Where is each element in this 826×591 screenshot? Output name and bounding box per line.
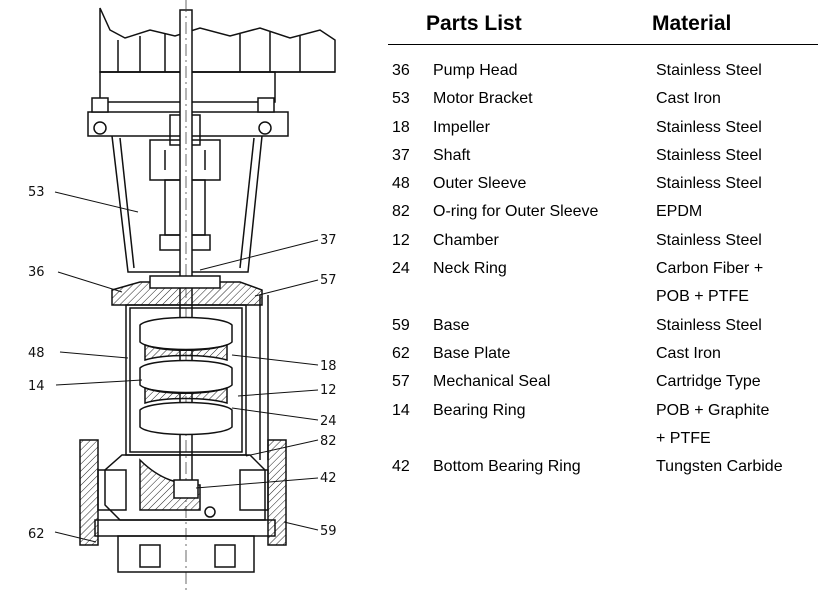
part-number: 36 <box>392 62 410 79</box>
part-number: 57 <box>392 373 410 391</box>
part-number: 48 <box>392 175 410 193</box>
part-name: Pump Head <box>433 62 518 79</box>
motor-top <box>99 7 336 103</box>
impeller-stack <box>139 316 233 436</box>
base <box>79 439 287 546</box>
part-material-continued: + PTFE <box>656 429 711 447</box>
part-name: Base Plate <box>433 344 511 362</box>
callout-18: 18 <box>320 359 337 374</box>
part-material: Stainless Steel <box>656 62 762 79</box>
part-name: Shaft <box>433 146 471 164</box>
part-name: Bottom Bearing Ring <box>433 458 581 476</box>
table-row: 12 Chamber Stainless Steel <box>388 227 818 255</box>
part-name: Chamber <box>433 231 499 249</box>
part-number: 18 <box>392 118 410 136</box>
part-number: 42 <box>392 458 410 476</box>
part-material: Stainless Steel <box>656 231 762 249</box>
part-name: Outer Sleeve <box>433 175 527 193</box>
table-row: 82 O-ring for Outer Sleeve EPDM <box>388 198 818 226</box>
parts-table-header: Parts List Material <box>388 8 818 45</box>
part-number: 12 <box>392 231 410 249</box>
callout-53: 53 <box>28 185 45 200</box>
part-material: POB + Graphite <box>656 401 770 419</box>
leader-lines <box>54 191 319 543</box>
callout-59: 59 <box>320 524 337 539</box>
callout-36: 36 <box>28 265 45 280</box>
callout-37: 37 <box>320 233 337 248</box>
table-row: 24 Neck Ring Carbon Fiber + POB + PTFE <box>388 255 818 312</box>
table-row: 36 Pump Head Stainless Steel <box>388 57 818 85</box>
base-plate <box>94 519 276 573</box>
parts-list-heading: Parts List <box>426 12 522 35</box>
part-number: 24 <box>392 260 410 278</box>
table-row: 37 Shaft Stainless Steel <box>388 142 818 170</box>
part-number: 37 <box>392 146 410 164</box>
part-name: Motor Bracket <box>433 90 533 108</box>
part-name: Impeller <box>433 118 490 136</box>
part-name: Mechanical Seal <box>433 373 551 391</box>
motor-flange <box>87 97 289 137</box>
part-material: Cast Iron <box>656 90 721 108</box>
pump-cross-section-diagram: 53 36 48 14 62 37 57 18 12 24 82 42 59 <box>28 0 337 591</box>
callout-82: 82 <box>320 434 337 449</box>
callout-57: 57 <box>320 273 337 288</box>
part-name: Bearing Ring <box>433 401 526 419</box>
callout-42: 42 <box>320 471 337 486</box>
part-number: 53 <box>392 90 410 108</box>
table-row: 48 Outer Sleeve Stainless Steel <box>388 170 818 198</box>
table-row: 57 Mechanical Seal Cartridge Type <box>388 368 818 396</box>
table-row: 53 Motor Bracket Cast Iron <box>388 85 818 113</box>
part-number: 62 <box>392 344 410 362</box>
callout-14: 14 <box>28 379 45 394</box>
material-heading: Material <box>652 12 732 35</box>
table-row: 59 Base Stainless Steel <box>388 312 818 340</box>
part-material: Cartridge Type <box>656 373 761 391</box>
part-name: Neck Ring <box>433 260 507 278</box>
callout-12: 12 <box>320 383 337 398</box>
part-material: Cast Iron <box>656 344 721 362</box>
callout-labels: 53 36 48 14 62 37 57 18 12 24 82 42 59 <box>28 185 337 542</box>
parts-rows: 36 Pump Head Stainless Steel 53 Motor Br… <box>388 45 818 481</box>
part-material: Stainless Steel <box>656 316 762 334</box>
part-material: Carbon Fiber + <box>656 260 764 278</box>
table-row: 14 Bearing Ring POB + Graphite + PTFE <box>388 397 818 454</box>
part-material: Stainless Steel <box>656 175 762 193</box>
part-number: 14 <box>392 401 410 419</box>
part-number: 59 <box>392 316 410 334</box>
part-material: EPDM <box>656 203 703 221</box>
callout-48: 48 <box>28 346 45 361</box>
table-row: 18 Impeller Stainless Steel <box>388 114 818 142</box>
part-number: 82 <box>392 203 410 221</box>
part-material: Stainless Steel <box>656 146 762 164</box>
callout-62: 62 <box>28 527 45 542</box>
part-material: Tungsten Carbide <box>656 458 783 476</box>
table-row: 62 Base Plate Cast Iron <box>388 340 818 368</box>
parts-table: Parts List Material 36 Pump Head Stainle… <box>388 8 818 481</box>
part-name: O-ring for Outer Sleeve <box>433 203 599 221</box>
callout-24: 24 <box>320 414 337 429</box>
pump-head <box>111 275 263 306</box>
part-material: Stainless Steel <box>656 118 762 136</box>
part-name: Base <box>433 316 470 334</box>
part-material-continued: POB + PTFE <box>656 288 749 306</box>
table-row: 42 Bottom Bearing Ring Tungsten Carbide <box>388 453 818 481</box>
